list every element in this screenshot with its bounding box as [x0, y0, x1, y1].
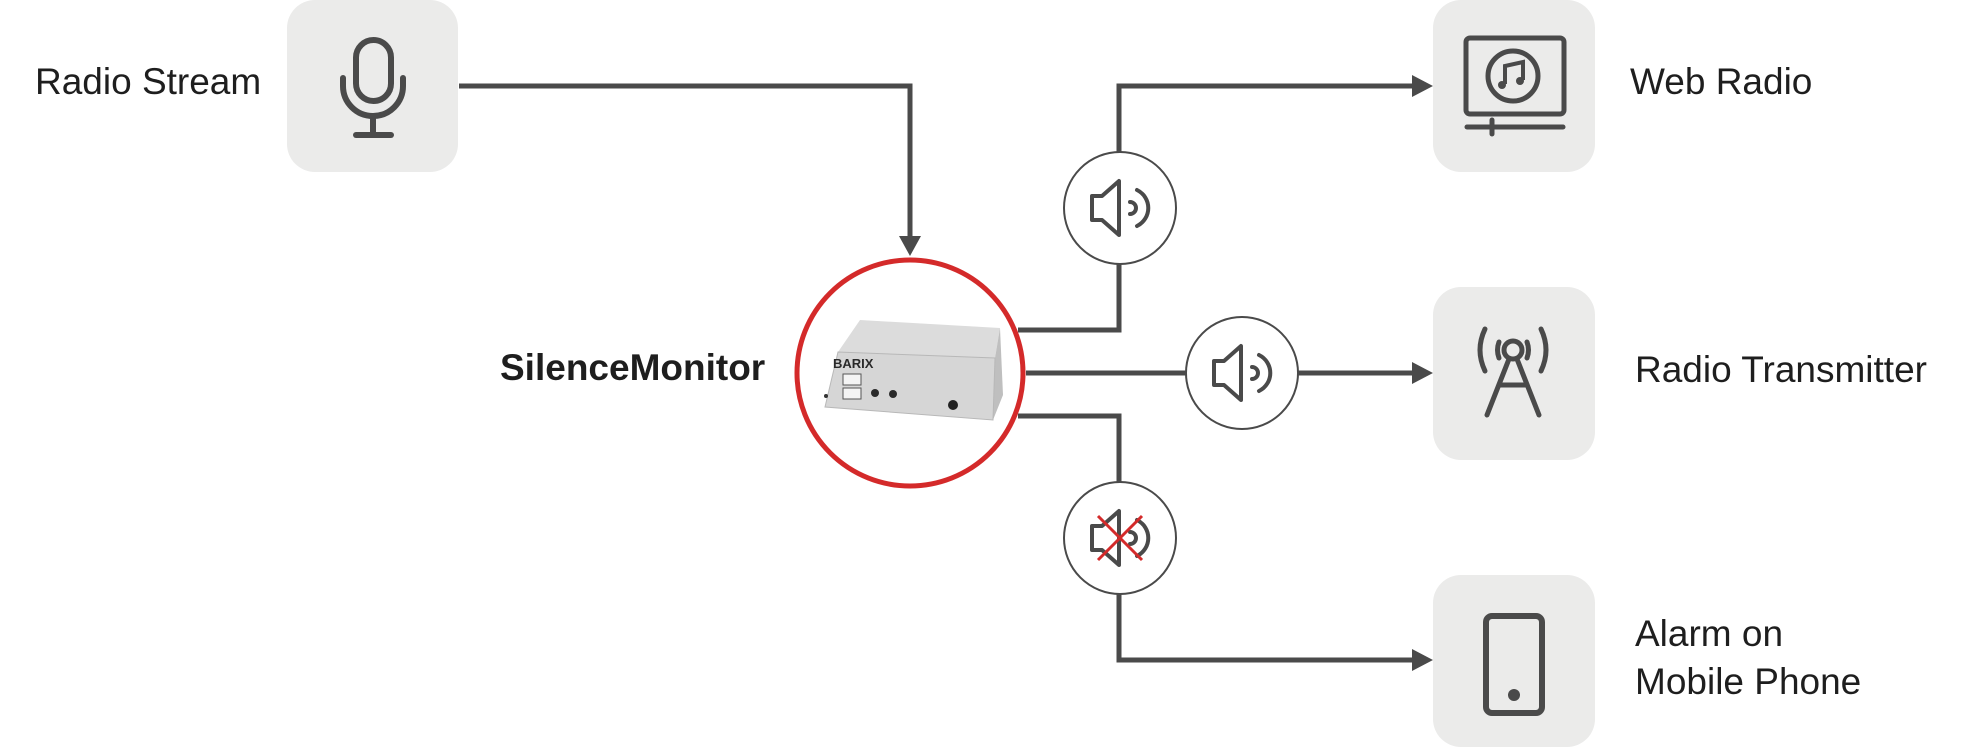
tile-radio-transmitter — [1433, 287, 1595, 460]
connector-source-to-device — [459, 83, 913, 240]
arrowhead-phone — [1412, 649, 1433, 671]
mobile-phone-icon — [1483, 613, 1545, 716]
tile-web-radio — [1433, 0, 1595, 172]
label-radio-transmitter: Radio Transmitter — [1635, 349, 1927, 390]
label-alarm-line1: Alarm on — [1635, 613, 1784, 654]
speaker-on-icon — [1185, 316, 1299, 430]
speaker-muted-icon — [1063, 481, 1177, 595]
speaker-on-icon — [1063, 151, 1177, 265]
monitor-music-icon — [1463, 35, 1567, 137]
label-alarm-line2: Mobile Phone — [1635, 661, 1862, 702]
arrowhead-transmitter — [1412, 362, 1433, 384]
barix-device-image: BARIX — [824, 320, 1003, 421]
arrowhead-device — [899, 236, 921, 256]
label-web-radio: Web Radio — [1630, 61, 1813, 102]
device-circle[interactable]: BARIX — [794, 257, 1026, 489]
label-radio-stream: Radio Stream — [35, 61, 262, 102]
label-silence-monitor: SilenceMonitor — [500, 347, 766, 388]
device-brand: BARIX — [833, 356, 874, 371]
arrowhead-web-radio — [1412, 75, 1433, 97]
tile-radio-stream — [287, 0, 458, 172]
radio-tower-icon — [1477, 326, 1549, 418]
tile-mobile-phone — [1433, 575, 1595, 747]
microphone-icon — [340, 37, 406, 138]
